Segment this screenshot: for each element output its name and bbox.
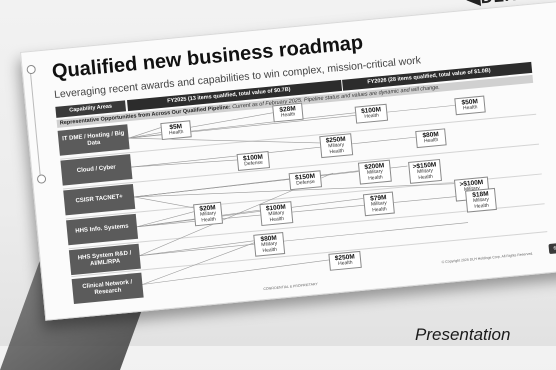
slide: ◀DLH Qualified new business roadmap Leve…	[20, 0, 556, 321]
caption-text: Presentation	[415, 325, 511, 344]
page-number: 6	[548, 242, 556, 255]
